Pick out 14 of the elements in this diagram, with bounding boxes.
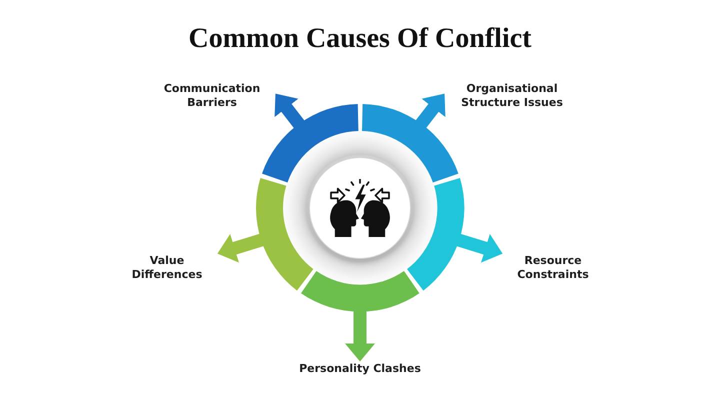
cause-label: Resource Constraints bbox=[505, 254, 601, 282]
ring-segment bbox=[256, 178, 314, 291]
arrow bbox=[456, 234, 505, 263]
ring-segment bbox=[406, 178, 464, 291]
ring-segment bbox=[300, 271, 420, 312]
cause-label: Communication Barriers bbox=[154, 82, 270, 110]
ring-segment bbox=[262, 104, 358, 183]
cause-label: Value Differences bbox=[119, 254, 215, 282]
cause-label: Personality Clashes bbox=[285, 362, 435, 376]
ring-segment bbox=[362, 104, 458, 183]
title: Common Causes Of Conflict bbox=[188, 22, 532, 56]
cause-label: Organisational Structure Issues bbox=[450, 82, 574, 110]
arrow bbox=[215, 234, 264, 263]
arrow bbox=[345, 311, 375, 362]
